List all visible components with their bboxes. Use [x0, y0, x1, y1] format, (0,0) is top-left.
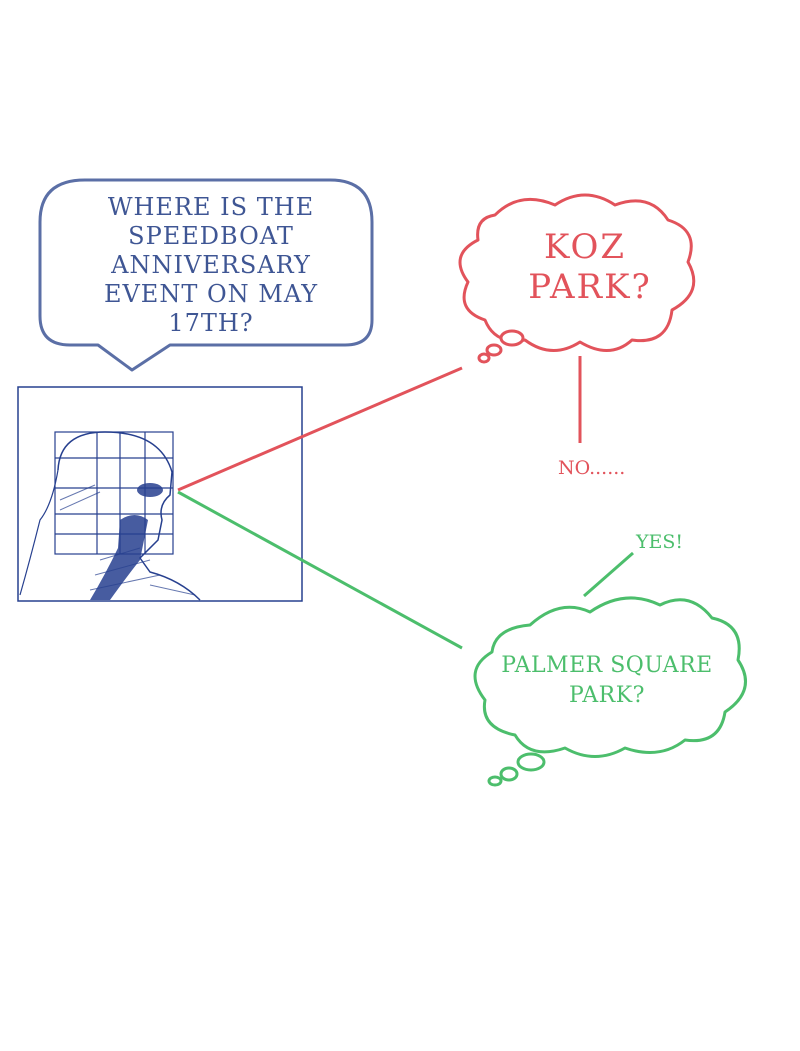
- speech-bubble-line-5: 17TH?: [168, 309, 253, 337]
- speech-bubble-line-3: ANNIVERSARY: [110, 251, 311, 279]
- connector-red: [177, 366, 463, 492]
- thought-red-line-1: KOZ: [544, 227, 626, 267]
- thought-cloud-green: PALMER SQUARE PARK?: [473, 596, 747, 787]
- speech-bubble-line-1: WHERE IS THE: [108, 193, 314, 221]
- speech-bubble-line-2: SPEEDBOAT: [128, 222, 294, 250]
- connector-green: [177, 490, 463, 650]
- speech-bubble-line-4: EVENT ON MAY: [104, 280, 318, 308]
- thought-green-line-1: PALMER SQUARE: [501, 653, 712, 678]
- connector-green-answer: [583, 551, 634, 598]
- thought-cloud-red: KOZ PARK?: [458, 193, 696, 364]
- thought-cloud-green-outline: [473, 596, 747, 758]
- thought-red-line-2: PARK?: [528, 267, 652, 307]
- thought-green-line-2: PARK?: [569, 683, 645, 708]
- thought-cloud-red-outline: [458, 193, 696, 352]
- thought-green-answer: YES!: [635, 531, 683, 553]
- head-grid-sketch-icon: [17, 386, 303, 602]
- speech-bubble: WHERE IS THE SPEEDBOAT ANNIVERSARY EVENT…: [38, 178, 374, 372]
- speech-bubble-outline: [38, 178, 374, 372]
- thought-red-answer: NO......: [558, 457, 625, 479]
